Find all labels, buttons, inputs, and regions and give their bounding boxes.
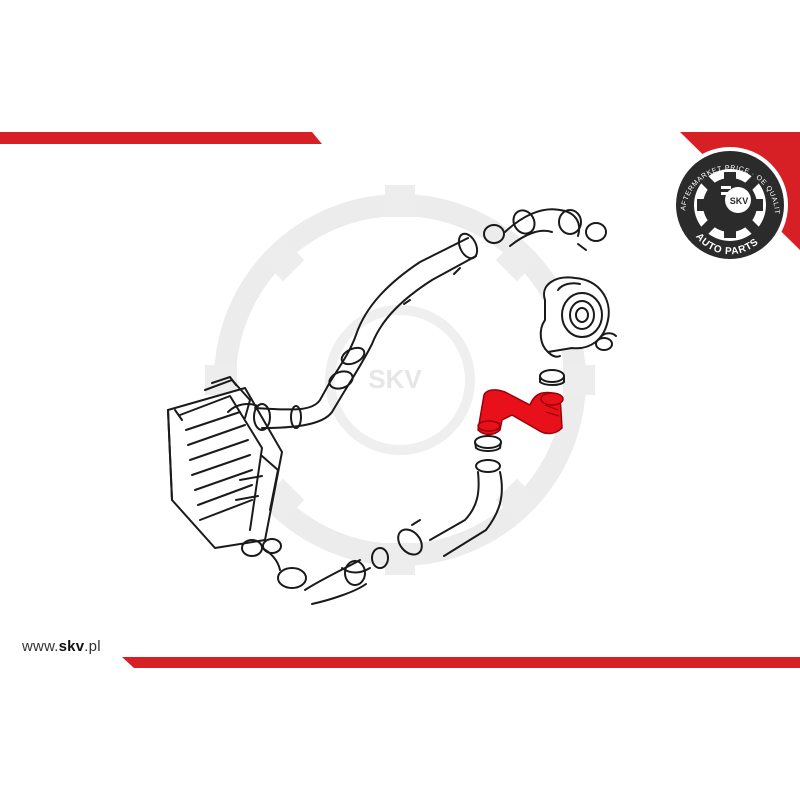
turbo-clamp [539, 369, 565, 383]
hose-clamp-lower [474, 435, 502, 449]
upper-hose [253, 208, 607, 431]
url-suffix: .pl [84, 638, 101, 655]
skv-logo: SKV AFTERMARKET PRICE · OE QUALITY · AUT… [0, 0, 788, 263]
url-prefix: www. [22, 638, 59, 655]
website-link[interactable]: www.skv.pl [22, 638, 101, 655]
turbocharger [539, 276, 617, 358]
logo-center-text: SKV [730, 196, 749, 206]
intercooler [167, 376, 283, 549]
top-left-red-bar [0, 132, 322, 144]
logo-ring-text: AFTERMARKET PRICE · OE QUALITY · [0, 0, 780, 215]
watermark-text: SKV [368, 364, 422, 394]
red-boost-hose [477, 389, 564, 436]
watermark-gear [205, 185, 595, 575]
url-brand: skv [58, 638, 85, 655]
bottom-red-bar [122, 657, 800, 668]
lower-hose [241, 471, 503, 605]
line-art [167, 208, 617, 605]
